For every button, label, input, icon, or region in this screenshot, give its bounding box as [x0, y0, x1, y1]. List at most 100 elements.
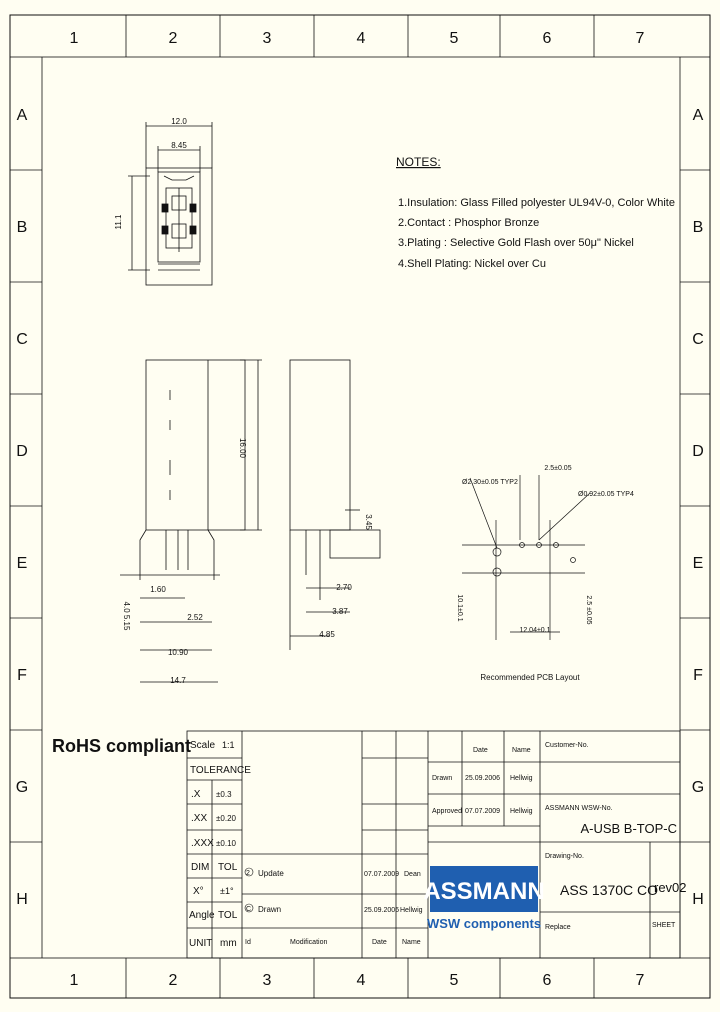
column-dividers [125, 15, 595, 998]
row-label-e: E [17, 555, 28, 572]
dim-1090: 10.90 [168, 648, 189, 657]
row-label-c: C [16, 331, 28, 348]
assmann-no-label: ASSMANN WSW-No. [545, 805, 613, 812]
revision-row-2-mod: Drawn [258, 905, 281, 914]
angle-value: TOL [218, 910, 238, 921]
drawing-number: ASS 1370C CO [560, 882, 658, 898]
angle-label: Angle [189, 910, 215, 921]
title-block-grid [186, 730, 681, 959]
column-label-5: 5 [450, 30, 459, 47]
row-label-g-right: G [692, 779, 704, 796]
outer-border [9, 14, 711, 999]
revision-code: rev02 [654, 880, 687, 895]
row-dividers [10, 169, 710, 843]
pcb-top-dim: 2.5±0.05 [544, 465, 571, 472]
dim-left-vertical: 4.0 5.15 [122, 602, 131, 631]
row-label-a-right: A [693, 107, 704, 124]
degree-label: X° [193, 886, 204, 897]
pcb-hole-2-label: Ø0.92±0.05 TYP4 [578, 491, 634, 498]
pcb-bottom-dim: 12.04±0.1 [519, 627, 550, 634]
scale-value: 1:1 [222, 740, 235, 750]
tol-row-1-key: .X [191, 789, 201, 800]
row-label-b: B [17, 219, 28, 236]
note-item-3: 3.Plating : Selective Gold Flash over 50… [398, 237, 634, 249]
dim-label: DIM [191, 862, 209, 873]
column-label-6: 6 [543, 30, 552, 47]
column-label-1: 1 [70, 30, 79, 47]
side-view-drawing [289, 359, 381, 650]
scale-label: Scale [190, 740, 215, 751]
pcb-layout-drawing [462, 475, 591, 640]
row-label-d-right: D [692, 443, 704, 460]
revision-row-1-date: 07.07.2009 [364, 871, 399, 878]
approval-date-header: Date [473, 747, 488, 754]
revision-row-1-id: 2 [246, 870, 250, 877]
note-item-4: 4.Shell Plating: Nickel over Cu [398, 258, 546, 270]
row-label-f-right: F [693, 667, 703, 684]
svg-text:ASSMANN: ASSMANN [423, 878, 544, 905]
tol-row-2-key: .XX [191, 813, 207, 824]
row-label-b-right: B [693, 219, 704, 236]
tol-row-3-value: ±0.10 [216, 839, 237, 848]
revision-name-header: Name [402, 939, 421, 946]
dim-252: 2.52 [187, 613, 203, 622]
dim-160: 1.60 [150, 585, 166, 594]
revision-row-2-id: C [246, 906, 251, 913]
tol-row-3-key: .XXX [191, 838, 214, 849]
revision-row-2-name: Hellwig [400, 907, 423, 914]
top-view-drawing [128, 122, 213, 286]
revision-mod-header: Modification [290, 939, 327, 946]
unit-label: UNIT [189, 938, 212, 949]
drawing-no-label: Drawing-No. [545, 853, 584, 860]
column-label-4-bottom: 4 [357, 972, 366, 989]
revision-id-header: Id [245, 939, 251, 946]
note-item-2: 2.Contact : Phosphor Bronze [398, 217, 539, 229]
column-label-2-bottom: 2 [169, 972, 178, 989]
dim-top-width: 12.0 [171, 117, 187, 126]
column-label-5-bottom: 5 [450, 972, 459, 989]
approved-name: Hellwig [510, 808, 533, 815]
column-label-1-bottom: 1 [70, 972, 79, 989]
notes-heading: NOTES: [396, 155, 441, 169]
revision-date-header: Date [372, 939, 387, 946]
column-label-3: 3 [263, 30, 272, 47]
revision-row-1-mod: Update [258, 869, 284, 878]
approved-date: 07.07.2009 [465, 808, 500, 815]
pcb-right-dim: 2.5 ±0.05 [585, 595, 592, 624]
assmann-logo: ASSMANN WSW components [423, 866, 545, 931]
dim-147: 14.7 [170, 676, 186, 685]
row-label-h-right: H [692, 891, 704, 908]
approval-name-header: Name [512, 747, 531, 754]
drawn-date: 25.09.2006 [465, 775, 500, 782]
unit-value: mm [220, 938, 237, 949]
pcb-caption: Recommended PCB Layout [480, 673, 580, 682]
svg-text:WSW components: WSW components [427, 916, 541, 931]
front-view-drawing [120, 359, 262, 683]
revision-row-1-name: Dean [404, 871, 421, 878]
customer-no-label: Customer-No. [545, 742, 589, 749]
note-item-1: 1.Insulation: Glass Filled polyester UL9… [398, 197, 675, 209]
column-label-4: 4 [357, 30, 366, 47]
dim-387: 3.87 [332, 607, 348, 616]
approved-label: Approved [432, 808, 462, 815]
revision-row-2-date: 25.09.2006 [364, 907, 399, 914]
degree-value: ±1° [220, 886, 234, 896]
tol-row-1-value: ±0.3 [216, 790, 232, 799]
pcb-left-dim: 10.1±0.1 [456, 594, 463, 621]
row-label-e-right: E [693, 555, 704, 572]
dim-270: 2.70 [336, 583, 352, 592]
drawn-name: Hellwig [510, 775, 533, 782]
dim-value: TOL [218, 862, 238, 873]
tol-row-2-value: ±0.20 [216, 814, 237, 823]
sheet-label: SHEET [652, 922, 676, 929]
drawn-label: Drawn [432, 775, 452, 782]
tolerance-label: TOLERANCE [190, 765, 251, 776]
column-label-3-bottom: 3 [263, 972, 272, 989]
dim-side-offset: 3.45 [364, 514, 373, 530]
part-number: A-USB B-TOP-C [580, 821, 677, 836]
dim-485: 4.85 [319, 630, 335, 639]
row-label-d: D [16, 443, 28, 460]
dim-side-height: 16.00 [238, 438, 247, 459]
top-column-band [9, 14, 711, 58]
